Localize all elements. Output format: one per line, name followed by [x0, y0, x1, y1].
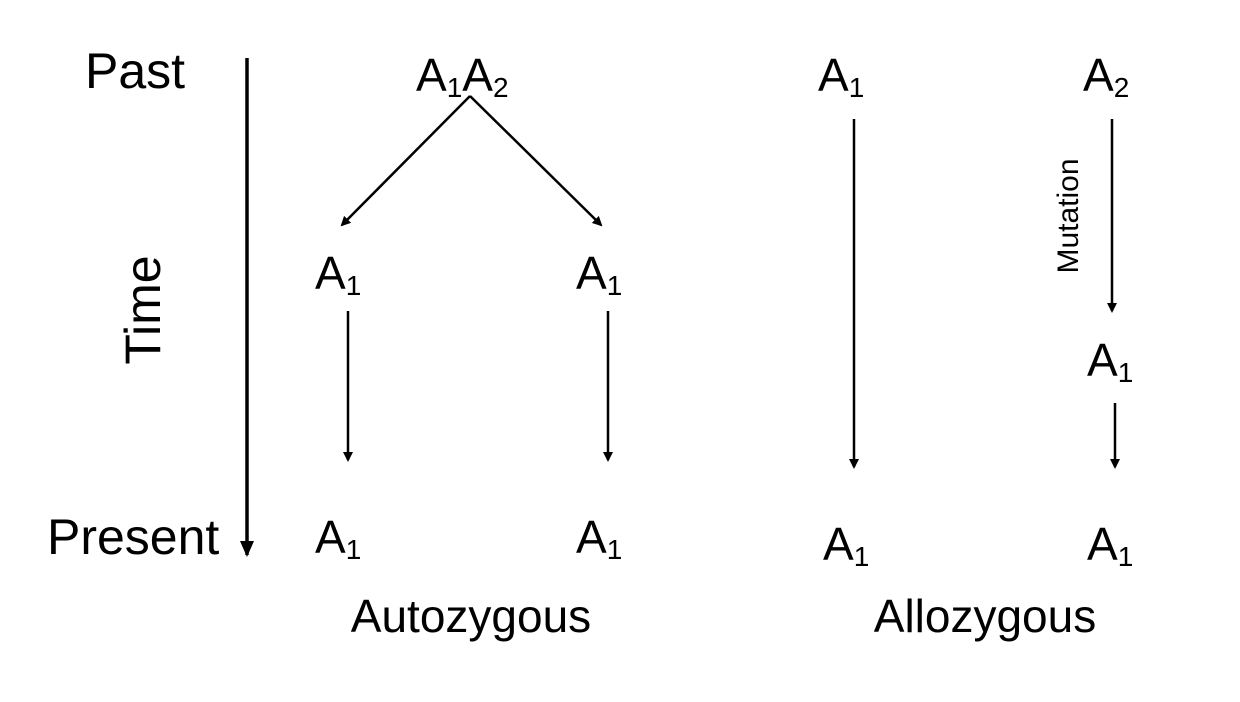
- ancestor-allele-1: A1: [416, 49, 462, 103]
- allozygous-left-present-allele: A1: [823, 518, 869, 572]
- allozygous-left-top-allele: A1: [818, 49, 864, 103]
- ancestor-genotype: A1A2: [416, 49, 509, 103]
- mutation-label: Mutation: [1052, 158, 1085, 273]
- autozygous-caption: Autozygous: [351, 590, 591, 642]
- allozygous-right-mid-allele: A1: [1087, 334, 1133, 388]
- branch-arrow-right: [469, 95, 603, 227]
- autozygous-right-mid-allele: A1: [576, 247, 622, 301]
- autozygous-left-present-allele: A1: [315, 511, 361, 565]
- ancestor-allele-2: A2: [462, 49, 508, 103]
- autozygous-left-mid-allele: A1: [315, 247, 361, 301]
- branch-arrow-left: [340, 95, 471, 227]
- past-label: Past: [85, 43, 185, 99]
- autozygous-right-present-allele: A1: [576, 511, 622, 565]
- present-label: Present: [47, 509, 219, 565]
- allozygous-right-present-allele: A1: [1087, 518, 1133, 572]
- time-axis-label: Time: [115, 255, 171, 364]
- allozygous-caption: Allozygous: [874, 590, 1096, 642]
- allozygous-right-top-allele: A2: [1083, 49, 1129, 103]
